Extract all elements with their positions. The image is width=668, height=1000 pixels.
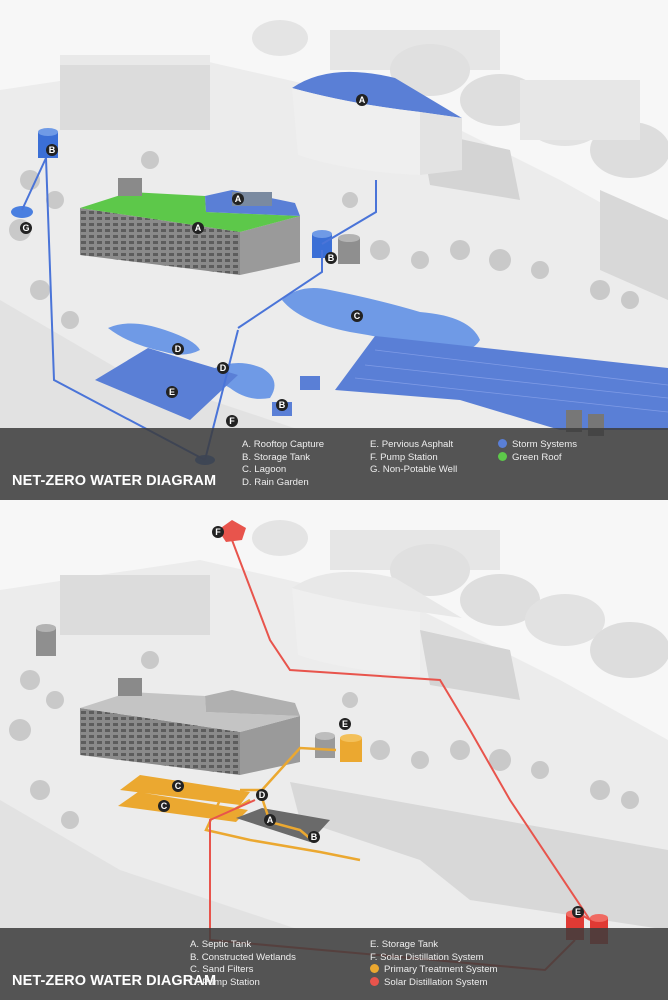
marker-d-garden-1: D — [172, 343, 184, 355]
lagoon-c — [282, 287, 480, 353]
svg-text:G: G — [22, 223, 29, 233]
top-diagram-panel: A A A B B B C D D E F G NET-ZERO WATER D… — [0, 0, 668, 500]
bottom-diagram-panel: F E C C D A B E NET-ZERO WATER DIAGRAM A… — [0, 500, 668, 1000]
main-building — [80, 678, 300, 775]
legend-item: F. Solar Distillation System — [370, 951, 484, 963]
marker-c-filter-2: C — [158, 800, 170, 812]
diagram-title: NET-ZERO WATER DIAGRAM — [12, 973, 217, 989]
legend-systems: Storm Systems Green Roof — [498, 439, 577, 464]
solar-distillation-swatch — [370, 976, 379, 986]
marker-f-solar: F — [212, 526, 224, 538]
svg-text:D: D — [175, 344, 182, 354]
rain-garden-2 — [214, 363, 275, 399]
marker-e-asphalt: E — [166, 386, 178, 398]
diagram-title: NET-ZERO WATER DIAGRAM — [12, 473, 217, 489]
legend-components-col1: A. Rooftop Capture B. Storage Tank C. La… — [242, 439, 324, 489]
svg-text:D: D — [259, 790, 266, 800]
svg-text:B: B — [311, 832, 318, 842]
legend-band — [0, 428, 668, 500]
marker-f-pump: F — [226, 415, 238, 427]
main-building — [80, 178, 300, 275]
solar-distillation-unit — [218, 520, 246, 542]
legend-system-storm: Storm Systems — [498, 439, 577, 452]
legend-components-col2: E. Pervious Asphalt F. Pump Station G. N… — [370, 439, 457, 477]
legend-item: B. Constructed Wetlands — [190, 951, 296, 963]
top-markers: A A A B B B C D D E F G — [20, 94, 368, 427]
svg-text:E: E — [169, 387, 175, 397]
legend-band — [0, 928, 668, 1000]
trees — [9, 651, 639, 829]
marker-e-storage-right: E — [572, 906, 584, 918]
trees — [9, 151, 639, 409]
svg-text:C: C — [175, 781, 182, 791]
green-roof-swatch — [498, 451, 507, 461]
svg-text:B: B — [279, 400, 286, 410]
svg-text:A: A — [235, 194, 242, 204]
marker-b-tank-left: B — [46, 144, 58, 156]
storm-swatch — [498, 439, 507, 448]
legend-item: E. Storage Tank — [370, 939, 439, 950]
legend-components-col2: E. Storage Tank F. Solar Distillation Sy… — [370, 939, 498, 989]
primary-treatment-swatch — [370, 964, 379, 974]
background-buildings — [36, 520, 668, 700]
legend-item: C. Sand Filters — [190, 964, 254, 976]
marker-d-garden-2: D — [217, 362, 229, 374]
marker-a-septic: A — [264, 814, 276, 826]
svg-text:F: F — [229, 416, 235, 426]
bottom-site-illustration — [0, 500, 668, 1000]
marker-g-well: G — [20, 222, 32, 234]
pervious-parking — [335, 336, 668, 430]
legend-item: E. Pervious Asphalt — [370, 439, 454, 450]
legend-system-green-roof: Green Roof — [498, 451, 577, 465]
legend-system-primary: Primary Treatment System — [370, 964, 498, 977]
pervious-asphalt-e — [95, 348, 238, 420]
marker-e-storage-top: E — [339, 718, 351, 730]
legend-components-col1: A. Septic Tank B. Constructed Wetlands C… — [190, 939, 296, 989]
svg-text:A: A — [267, 815, 274, 825]
svg-text:A: A — [359, 95, 366, 105]
svg-text:F: F — [215, 527, 221, 537]
background-buildings — [60, 20, 668, 300]
legend-item: B. Storage Tank — [242, 451, 311, 463]
marker-b-tank-right: B — [325, 252, 337, 264]
svg-text:A: A — [195, 223, 202, 233]
sand-filters — [118, 775, 250, 822]
dome-roof-catchment — [292, 71, 462, 118]
legend-item: D. Pump Station — [190, 976, 260, 988]
svg-text:B: B — [49, 145, 56, 155]
legend-item: F. Pump Station — [370, 451, 438, 463]
legend-item: A. Septic Tank — [190, 939, 252, 950]
legend-item: D. Rain Garden — [242, 476, 309, 488]
svg-text:C: C — [161, 801, 168, 811]
marker-a-roof: A — [232, 193, 244, 205]
svg-text:C: C — [354, 311, 361, 321]
marker-d-pump: D — [256, 789, 268, 801]
bottom-markers: F E C C D A B E — [158, 526, 584, 918]
legend-system-solar: Solar Distillation System — [370, 976, 498, 990]
marker-b-square: B — [276, 399, 288, 411]
legend-item: C. Lagoon — [242, 464, 287, 476]
svg-text:B: B — [328, 253, 335, 263]
svg-text:D: D — [220, 363, 227, 373]
svg-text:E: E — [342, 719, 348, 729]
marker-c-lagoon: C — [351, 310, 363, 322]
marker-a-dome: A — [356, 94, 368, 106]
marker-b-wetland: B — [308, 831, 320, 843]
marker-a-greenroof: A — [192, 222, 204, 234]
legend-item: G. Non-Potable Well — [370, 464, 458, 476]
marker-c-filter-1: C — [172, 780, 184, 792]
svg-text:E: E — [575, 907, 581, 917]
legend-item: A. Rooftop Capture — [242, 439, 325, 450]
